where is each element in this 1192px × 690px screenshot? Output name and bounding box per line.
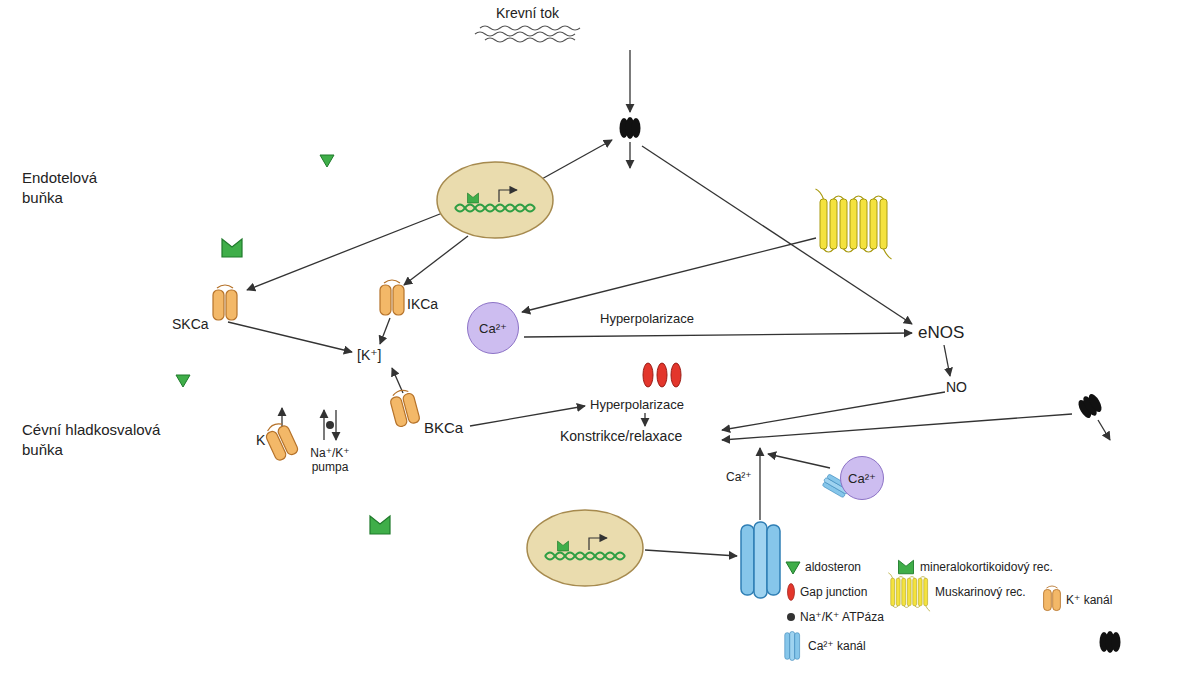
- ion-label: [K⁺]: [357, 347, 382, 364]
- nucleus: [437, 162, 643, 586]
- legend-label: K⁺ kanál: [1066, 593, 1112, 607]
- channel-label: IKCa: [407, 296, 438, 313]
- muscarinic-receptor: [888, 573, 930, 612]
- signal-arrows: [645, 550, 737, 556]
- signal-arrows: [944, 345, 950, 376]
- process-label: Hyperpolarizace: [600, 311, 694, 327]
- muscarinic-receptor: [816, 189, 892, 259]
- mineralocorticoid-receptor: [370, 516, 390, 534]
- calcium-channel: [741, 522, 780, 598]
- aldosterone-symbol: [320, 155, 334, 167]
- black-channel: [1075, 391, 1104, 421]
- signal-arrows: [228, 322, 352, 352]
- aldosterone-symbol: [176, 375, 190, 387]
- signal-arrows: [228, 50, 1110, 556]
- molecule-label: NO: [946, 379, 967, 396]
- signal-arrows: [404, 236, 468, 285]
- process-label: Hyperpolarizace: [590, 397, 684, 413]
- signal-arrows: [629, 142, 630, 168]
- muscarinic-receptor: [816, 189, 931, 611]
- sodium-potassium-pump: [326, 421, 795, 621]
- blood-flow-waves: [475, 32, 575, 36]
- signal-arrows: [722, 414, 1072, 440]
- potassium-channel: [213, 285, 237, 320]
- blood-flow-waves: [485, 38, 575, 42]
- aldosterone-symbol: [176, 155, 800, 574]
- signal-arrows: [323, 410, 324, 440]
- aldosterone-symbol: [786, 562, 800, 574]
- signal-arrows: [768, 454, 830, 468]
- signal-arrows: [247, 212, 445, 290]
- mineralocorticoid-receptor: [222, 239, 914, 574]
- blood-flow-waves: [475, 26, 580, 42]
- sarcoplasmic-reticulum: Ca²⁺: [840, 456, 884, 500]
- signal-arrows: [281, 408, 282, 428]
- potassium-channel: [380, 280, 404, 315]
- mineralocorticoid-receptor: [222, 239, 242, 257]
- signal-arrows: [1098, 420, 1110, 440]
- sodium-potassium-pump: [787, 613, 795, 621]
- signal-arrows: [629, 50, 630, 112]
- calcium-store: Ca²⁺: [467, 302, 519, 354]
- outcome-label: Konstrikce/relaxace: [560, 428, 682, 445]
- signal-arrows: [392, 368, 403, 393]
- ion-text: Ca²⁺: [848, 471, 876, 486]
- cell-membrane: [35, 358, 1185, 663]
- channel-label: SKCa: [172, 316, 209, 333]
- ion-label: Ca²⁺: [726, 470, 752, 484]
- gap-junction: [788, 584, 795, 601]
- potassium-channel: [1044, 586, 1061, 611]
- gap-junction: [643, 363, 653, 387]
- signal-arrows: [380, 318, 390, 344]
- channel-label: K: [256, 432, 265, 449]
- nucleus: [527, 510, 643, 586]
- signal-arrows: [540, 140, 612, 180]
- sodium-potassium-pump: [326, 421, 334, 429]
- calcium-channel: [785, 632, 800, 661]
- cell-heading: Endotelová buňka: [22, 168, 114, 207]
- signal-arrows: [644, 413, 645, 426]
- gap-junction: [671, 363, 681, 387]
- black-channel: [620, 117, 1121, 653]
- ion-text: Ca²⁺: [479, 321, 507, 336]
- potassium-channel: [213, 280, 1060, 611]
- endothelial-cell: Endotelová buňkaCa²⁺: [15, 85, 1115, 395]
- gap-junction: [657, 363, 667, 387]
- signal-arrows: [722, 392, 945, 430]
- signal-arrows: [470, 406, 585, 426]
- nucleus: [437, 162, 553, 238]
- legend-label: Ca²⁺ kanál: [808, 639, 866, 653]
- legend-label: Na⁺/K⁺ ATPáza: [800, 610, 884, 624]
- pump-label: Na⁺/K⁺ pumpa: [298, 446, 362, 475]
- legend-label: aldosteron: [805, 560, 861, 574]
- cell-heading: Cévní hladkosvalová buňka: [22, 420, 187, 459]
- legend-label: Gap junction: [800, 585, 867, 599]
- signal-arrows: [524, 333, 912, 337]
- potassium-channel: [388, 388, 420, 428]
- cell-membrane: [92, 127, 1110, 374]
- channel-label: BKCa: [424, 419, 463, 437]
- signal-arrows: [759, 448, 760, 520]
- signal-arrows: [642, 146, 912, 324]
- legend-label: Muskarinový rec.: [935, 585, 1026, 599]
- signal-arrows: [335, 410, 336, 440]
- signal-arrows: [522, 238, 816, 312]
- cell-outline: [15, 85, 1115, 395]
- blood-flow-waves: [480, 26, 580, 30]
- black-channel: [620, 117, 641, 139]
- mineralocorticoid-receptor: [899, 560, 914, 574]
- enzyme-label: eNOS: [918, 323, 964, 343]
- flow-label: Krevní tok: [496, 5, 559, 22]
- legend-label: mineralokortikoidový rec.: [920, 560, 1053, 574]
- potassium-channel: [263, 420, 300, 462]
- black-channel: [1100, 631, 1121, 653]
